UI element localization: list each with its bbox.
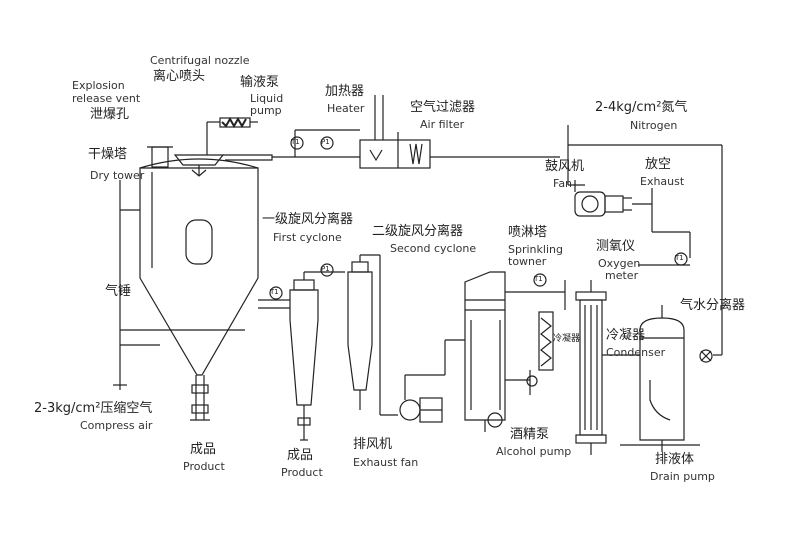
label-sprinkling-tower-zh: 喷淋塔 — [508, 225, 548, 240]
alcohol-pump-machine — [487, 370, 538, 428]
label-product1-zh: 成品 — [190, 442, 217, 457]
gauge-t1d: T1 — [675, 254, 684, 262]
label-product2-en: Product — [281, 466, 323, 479]
label-explosion-vent-en-2: release vent — [72, 92, 141, 105]
gauge-t1c: T1 — [534, 275, 543, 283]
label-air-filter-en: Air filter — [420, 118, 465, 131]
gauge-t1b: T1 — [270, 288, 279, 296]
label-sprinkling-tower-en-1: Sprinkling — [508, 243, 563, 256]
label-drain-pump-en: Drain pump — [650, 470, 715, 483]
label-liquid-pump-en-2: pump — [250, 104, 282, 117]
label-first-cyclone-zh: 一级旋风分离器 — [262, 212, 354, 227]
label-product1-en: Product — [183, 460, 225, 473]
label-cooler-small-zh: 冷凝器 — [553, 334, 581, 344]
label-compress-air-zh: 2-3kg/cm²压缩空气 — [34, 401, 153, 416]
label-compress-air-en: Compress air — [80, 419, 153, 432]
label-second-cyclone-en: Second cyclone — [390, 242, 477, 255]
gas-water-separator-unit — [620, 305, 700, 452]
label-heater-zh: 加热器 — [325, 84, 365, 99]
hot-air-line — [272, 129, 560, 158]
first-cyclone — [258, 271, 345, 441]
gauge-p1b: P1 — [321, 265, 330, 273]
label-gas-water-separator-zh: 气水分离器 — [680, 298, 746, 313]
label-sprinkling-tower-en-2: towner — [508, 255, 547, 268]
gauge-circles — [269, 136, 688, 300]
liquid-pump — [206, 116, 258, 155]
label-dry-tower-zh: 干燥塔 — [88, 147, 128, 162]
label-liquid-pump-zh: 输液泵 — [240, 75, 280, 90]
label-condenser-zh: 冷凝器 — [606, 328, 646, 343]
label-exhaust-fan-zh: 排风机 — [353, 437, 393, 452]
label-liquid-pump-en-1: Liquid — [250, 92, 284, 105]
label-oxygen-meter-en-1: Oxygen — [598, 257, 641, 270]
label-oxygen-meter-en-2: meter — [605, 269, 639, 282]
label-dry-tower-en: Dry tower — [90, 169, 145, 182]
condenser-unit — [575, 280, 640, 455]
heater-filter — [359, 95, 431, 169]
label-condenser-en: Condenser — [606, 346, 666, 359]
sprinkling-tower — [464, 271, 566, 432]
label-oxygen-meter-zh: 测氧仪 — [596, 239, 636, 254]
label-air-filter-zh: 空气过滤器 — [410, 100, 476, 115]
label-fan-en: Fan — [553, 177, 573, 190]
label-second-cyclone-zh: 二级旋风分离器 — [372, 224, 464, 239]
label-alcohol-pump-zh: 酒精泵 — [510, 427, 550, 442]
label-exhaust-en: Exhaust — [640, 175, 685, 188]
label-air-hammer-zh: 气锤 — [105, 284, 132, 299]
label-exhaust-fan-en: Exhaust fan — [353, 456, 419, 469]
label-explosion-vent-en-1: Explosion — [72, 79, 125, 92]
label-centrifugal-nozzle-zh: 离心喷头 — [153, 69, 206, 84]
fan-machine — [567, 170, 691, 266]
gauge-p1a: P1 — [321, 138, 330, 146]
label-fan-zh: 鼓风机 — [545, 159, 585, 174]
label-nitrogen-zh: 2-4kg/cm²氮气 — [595, 100, 688, 115]
label-explosion-vent-zh: 泄爆孔 — [90, 107, 130, 122]
exhaust-fan-machine — [399, 339, 465, 423]
compressed-air-line — [113, 180, 245, 390]
label-centrifugal-nozzle-en: Centrifugal nozzle — [150, 54, 250, 67]
label-first-cyclone-en: First cyclone — [273, 231, 342, 244]
label-nitrogen-en: Nitrogen — [630, 119, 678, 132]
dry-tower — [139, 146, 273, 421]
second-cyclone — [347, 254, 398, 416]
nitrogen-line — [567, 125, 723, 363]
label-product2-zh: 成品 — [287, 448, 314, 463]
label-heater-en: Heater — [327, 102, 365, 115]
label-alcohol-pump-en: Alcohol pump — [496, 445, 572, 458]
label-exhaust-zh: 放空 — [645, 157, 672, 172]
gauge-t1a: T1 — [291, 138, 300, 146]
label-drain-pump-zh: 排液体 — [655, 452, 695, 467]
small-cooler — [538, 311, 554, 371]
